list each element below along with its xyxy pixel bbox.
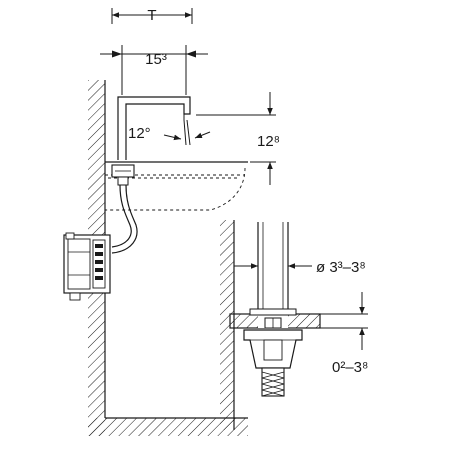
flex-hose — [111, 184, 132, 248]
t-label: T — [147, 7, 156, 24]
basin-bowl — [105, 167, 246, 211]
detail-braid-pattern — [261, 371, 285, 397]
mounting-collar — [117, 176, 129, 186]
control-box-tab-top — [65, 232, 75, 240]
detail-fitting-core — [263, 339, 283, 361]
d153-arrow-left — [112, 50, 122, 58]
d153-label: 15³ — [145, 51, 167, 68]
angle-label: 12° — [128, 125, 151, 142]
d128-label: 12⁸ — [257, 133, 280, 150]
angle-arrow-left — [163, 134, 182, 141]
spray-line-2 — [186, 119, 191, 146]
control-box-terminals — [95, 244, 103, 280]
detail-braided-hose — [261, 367, 285, 397]
d153-arrow-right — [186, 50, 196, 58]
spray-line-1 — [183, 119, 187, 146]
range-label: 0²–3⁸ — [332, 359, 368, 376]
angle-arrow-right — [194, 131, 211, 139]
floor-hatch — [88, 418, 248, 436]
detail-washer — [249, 308, 297, 316]
flex-hose-inner — [111, 184, 138, 254]
control-box-tab-bottom — [69, 292, 81, 301]
control-box-front — [67, 238, 91, 290]
dia-label: ø 3³–3⁸ — [316, 259, 366, 276]
detail-wall-hatch — [220, 220, 234, 430]
faucet-spout — [117, 96, 191, 160]
